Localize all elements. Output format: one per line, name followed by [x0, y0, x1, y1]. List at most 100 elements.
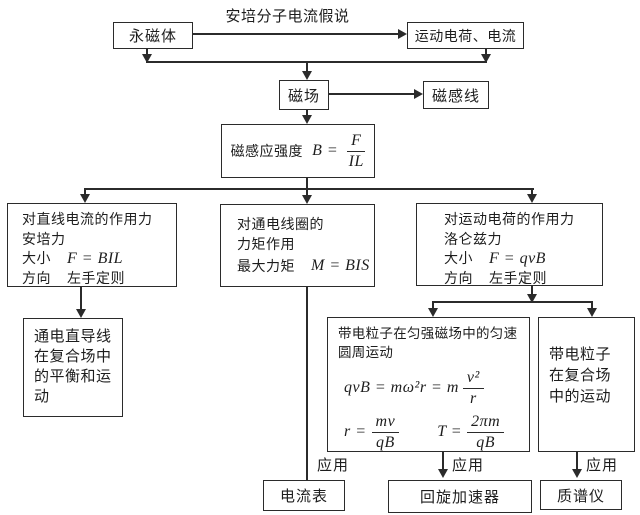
lorentz-force-magnitude-label: 大小 — [444, 250, 473, 266]
split-line — [432, 301, 593, 303]
branch-line — [84, 188, 534, 190]
ampere-force-line1: 对直线电流的作用力 — [22, 211, 153, 227]
edge-charge-down-line — [485, 49, 487, 55]
node-permanent-magnet-label: 永磁体 — [128, 28, 177, 45]
lorentz-force-magnitude-formula: F = qvB — [489, 250, 546, 267]
edge-merge-to-field-line — [306, 62, 308, 72]
edge-composite-to-spectrometer-line — [576, 452, 578, 469]
edge-circular-to-cyclotron-line — [442, 452, 444, 469]
node-field-lines-label: 磁感线 — [431, 87, 480, 105]
node-cyclotron-label: 回旋加速器 — [419, 489, 500, 506]
circular-motion-formula1-denominator: r — [469, 389, 477, 407]
ampere-force-direction-row: 方向 左手定则 — [22, 269, 176, 289]
node-magnetic-field: 磁场 — [279, 80, 329, 110]
lorentz-force-direction-row: 方向 左手定则 — [444, 269, 602, 289]
edge-magnet-down-line — [146, 49, 148, 55]
flux-density-fraction-numerator: F — [347, 132, 366, 152]
edge-lorentz-to-split-arrowhead-icon — [527, 294, 537, 303]
circular-motion-formula3-lhs: T = — [437, 422, 463, 440]
node-moving-charge-current: 运动电荷、电流 — [407, 22, 524, 49]
edge-split-to-composite-line — [591, 302, 593, 309]
edge-split-to-circular-arrowhead-icon — [428, 308, 438, 317]
edge-ampere-to-wire-arrowhead-icon — [76, 309, 86, 318]
ampere-force-direction-label: 方向 — [22, 269, 51, 286]
circular-motion-formula3-numerator: 2πm — [467, 413, 505, 433]
ampere-force-line2: 安培力 — [22, 230, 66, 247]
circular-motion-formula1-lhs: qvB = mω²r = m — [344, 379, 459, 397]
edge-split-to-circular-line — [432, 302, 434, 309]
node-magnetic-field-label: 磁场 — [287, 87, 320, 105]
circular-motion-formula2-fraction: mv qB — [371, 413, 400, 452]
edge-branch-to-ampere-line — [84, 189, 86, 195]
circular-motion-formula2-denominator: qB — [375, 433, 395, 451]
edge-field-to-fieldlines-line — [329, 93, 414, 95]
node-coil-torque: 对通电线圈的 力矩作用 最大力矩 M = BIS — [220, 204, 375, 287]
merge-line — [146, 61, 487, 63]
node-cyclotron: 回旋加速器 — [388, 480, 532, 513]
edge-label-application: 应用 — [317, 457, 350, 474]
diagram-title: 安培分子电流假说 — [225, 8, 350, 25]
lorentz-force-direction-value: 左手定则 — [489, 269, 547, 286]
lorentz-force-line2: 洛仑兹力 — [444, 230, 502, 247]
ampere-force-magnitude-row: 大小 F = BIL — [22, 249, 176, 269]
circular-motion-formula-row2: r = mv qB T = 2πm qB — [338, 413, 529, 452]
node-ampere-force: 对直线电流的作用力 安培力 大小 F = BIL 方向 左手定则 — [7, 203, 177, 287]
node-ammeter: 电流表 — [263, 480, 345, 511]
coil-torque-line1: 对通电线圈的 — [237, 216, 324, 232]
edge-field-to-flux-line — [306, 110, 308, 116]
edge-branch-to-torque-arrowhead-icon — [302, 195, 312, 204]
circular-motion-formula3-denominator: qB — [476, 433, 496, 451]
edge-magnet-to-charge-line — [193, 33, 398, 35]
circular-motion-formula1-numerator: v² — [462, 369, 484, 389]
flux-density-formula-lhs: B = — [312, 142, 339, 159]
lorentz-force-line1: 对运动电荷的作用力 — [444, 211, 575, 227]
node-particle-in-composite-field: 带电粒子在复合场中的运动 — [538, 317, 635, 452]
node-mass-spectrometer: 质谱仪 — [540, 480, 622, 510]
lorentz-force-magnitude-row: 大小 F = qvB — [444, 249, 602, 269]
edge-branch-to-ampere-arrowhead-icon — [80, 194, 90, 203]
edge-branch-to-lorentz-arrowhead-icon — [527, 194, 537, 203]
edge-label-application: 应用 — [586, 457, 619, 474]
edge-magnet-to-charge-arrowhead-icon — [398, 29, 407, 39]
node-lorentz-force: 对运动电荷的作用力 洛仑兹力 大小 F = qvB 方向 左手定则 — [416, 203, 603, 286]
node-field-lines: 磁感线 — [423, 81, 489, 109]
node-flux-density-label: 磁感应强度 — [230, 143, 304, 159]
node-particle-in-composite-field-label: 带电粒子在复合场中的运动 — [549, 346, 612, 405]
flux-density-fraction-denominator: IL — [348, 152, 364, 170]
circular-motion-line1: 带电粒子在匀强磁场中的匀速 — [338, 326, 518, 341]
edge-composite-to-spectrometer-arrowhead-icon — [572, 469, 582, 478]
flux-density-fraction: F IL — [347, 132, 366, 171]
circular-motion-formula2-numerator: mv — [371, 413, 400, 433]
edge-ampere-to-wire-line — [80, 287, 82, 309]
edge-magnet-down-arrowhead-icon — [142, 54, 152, 63]
circular-motion-formula1-fraction: v² r — [462, 369, 484, 408]
ampere-force-direction-value: 左手定则 — [67, 269, 125, 286]
ampere-force-magnitude-formula: F = BIL — [67, 250, 124, 267]
node-moving-charge-current-label: 运动电荷、电流 — [414, 27, 517, 44]
edge-field-to-flux-arrowhead-icon — [302, 115, 312, 124]
edge-field-to-fieldlines-arrowhead-icon — [414, 89, 423, 99]
edge-flux-to-branch-line — [306, 178, 308, 189]
node-permanent-magnet: 永磁体 — [113, 22, 193, 49]
node-circular-motion: 带电粒子在匀强磁场中的匀速 圆周运动 qvB = mω²r = m v² r r… — [327, 317, 530, 452]
node-flux-density: 磁感应强度 B = F IL — [221, 124, 375, 178]
node-mass-spectrometer-label: 质谱仪 — [556, 487, 605, 505]
edge-split-to-composite-arrowhead-icon — [587, 308, 597, 317]
circular-motion-line2: 圆周运动 — [338, 344, 394, 360]
edge-label-application: 应用 — [452, 457, 485, 474]
circular-motion-formula2-lhs: r = — [344, 422, 367, 440]
edge-lorentz-to-split-line — [531, 286, 533, 295]
lorentz-force-direction-label: 方向 — [444, 269, 473, 286]
ampere-force-magnitude-label: 大小 — [22, 250, 51, 266]
edge-branch-to-torque-line — [306, 189, 308, 196]
node-ammeter-label: 电流表 — [279, 488, 328, 505]
edge-circular-to-cyclotron-arrowhead-icon — [438, 469, 448, 478]
edge-torque-to-ammeter-line — [306, 287, 308, 480]
coil-torque-line2: 力矩作用 — [237, 236, 295, 252]
circular-motion-formula3-fraction: 2πm qB — [467, 413, 505, 452]
coil-torque-max-label: 最大力矩 — [237, 258, 295, 274]
edge-merge-to-field-arrowhead-icon — [302, 71, 312, 80]
edge-charge-down-arrowhead-icon — [481, 54, 491, 63]
node-wire-in-composite-field-label: 通电直导线在复合场中的平衡和运动 — [34, 328, 112, 405]
